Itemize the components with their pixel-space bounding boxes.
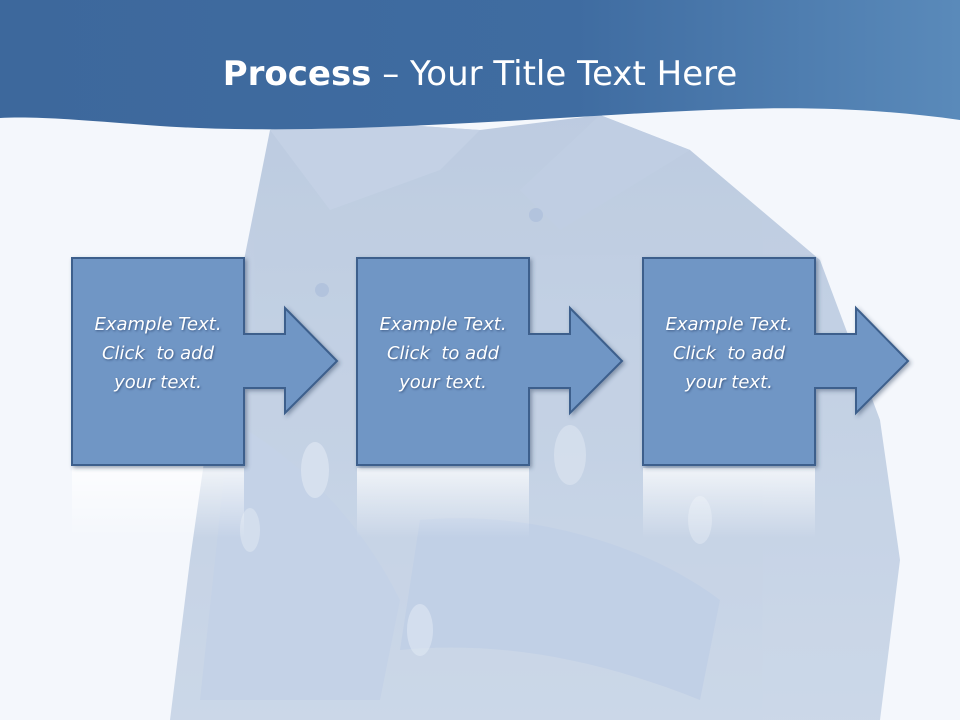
- step-1-line-1: Example Text.: [94, 314, 222, 335]
- step-2-line-2: Click to add: [386, 343, 499, 364]
- step-1-text[interactable]: Example Text. Click to add your text.: [72, 310, 244, 397]
- step-3-line-2: Click to add: [672, 343, 785, 364]
- step-1-line-2: Click to add: [101, 343, 214, 364]
- step-1-arrow-shape: [71, 257, 339, 466]
- step-1-reflection: [72, 468, 244, 538]
- step-3-text[interactable]: Example Text. Click to add your text.: [643, 310, 815, 397]
- step-2-reflection: [357, 468, 529, 538]
- step-3-arrow-shape: [642, 257, 910, 466]
- title-bold-text: Process: [222, 54, 372, 94]
- step-2-arrow-shape: [356, 257, 624, 466]
- title-rest-text: – Your Title Text Here: [371, 54, 738, 94]
- step-2-line-1: Example Text.: [379, 314, 507, 335]
- step-2-text[interactable]: Example Text. Click to add your text.: [357, 310, 529, 397]
- slide-title: Process – Your Title Text Here: [0, 52, 960, 96]
- step-3-reflection: [643, 468, 815, 538]
- step-3-line-1: Example Text.: [665, 314, 793, 335]
- step-1-line-3: your text.: [114, 372, 202, 393]
- step-2-line-3: your text.: [399, 372, 487, 393]
- step-3-line-3: your text.: [685, 372, 773, 393]
